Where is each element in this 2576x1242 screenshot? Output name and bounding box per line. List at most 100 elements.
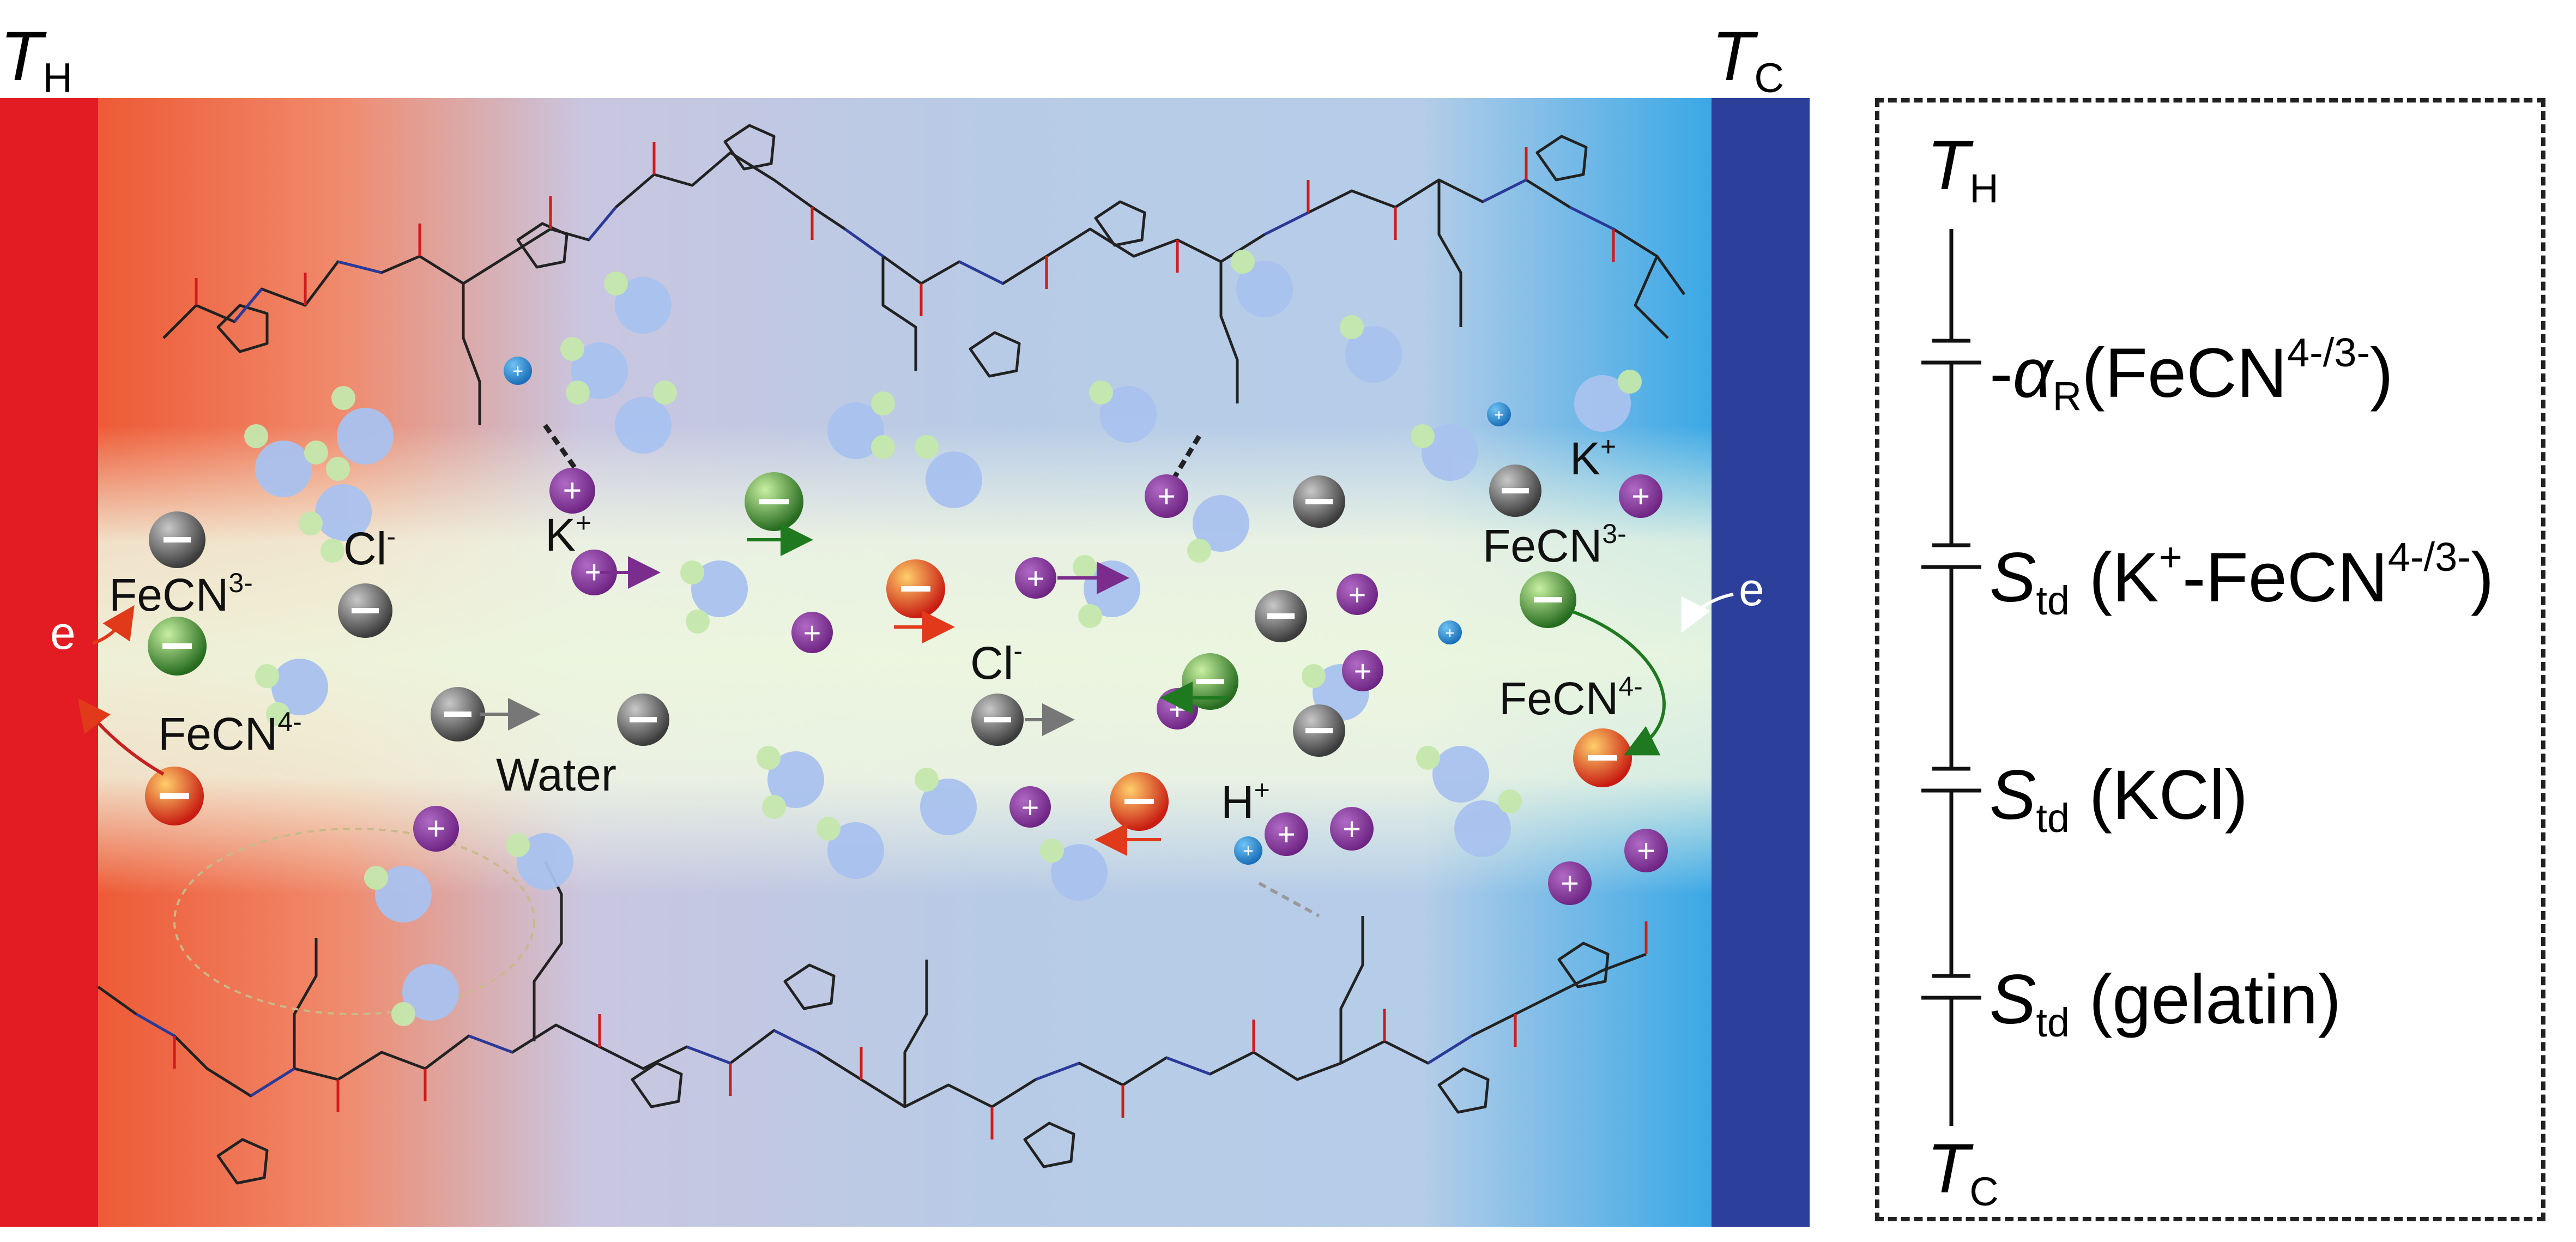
svg-text:+: + xyxy=(1445,624,1455,642)
label-k-right: K+ xyxy=(1570,431,1616,484)
cation-k-plus: + xyxy=(1015,557,1056,599)
anion-cl xyxy=(338,583,392,638)
circuit-cold-label: TC xyxy=(1927,1130,1999,1214)
svg-text:+: + xyxy=(1637,833,1655,869)
water-molecule xyxy=(1040,839,1108,901)
species-labels: FeCN3- FeCN4- Cl- K+ Water Cl- H+ K+ FeC… xyxy=(50,431,1764,828)
ferrocyanide-anions xyxy=(145,559,1632,831)
water-molecule xyxy=(915,435,982,508)
water-molecule xyxy=(1411,424,1478,481)
svg-text:+: + xyxy=(803,616,821,650)
water-molecule xyxy=(299,484,372,563)
ion-motion-arrows xyxy=(77,523,1734,856)
label-cl-left: Cl- xyxy=(343,521,396,574)
cation-k-plus: + xyxy=(1145,474,1188,518)
cation-k-plus: + xyxy=(1009,786,1051,828)
hydrogen-bond-line xyxy=(1258,882,1320,918)
cation-k-plus: + xyxy=(1265,812,1308,856)
anion-cl xyxy=(617,694,669,746)
cation-k-plus: + xyxy=(1624,829,1668,872)
ferricyanide-anions xyxy=(148,472,1576,710)
cation-k-plus: + xyxy=(1330,807,1374,851)
ionic-bond-line-left xyxy=(543,424,585,481)
water-molecule xyxy=(915,768,977,835)
water-molecule xyxy=(560,337,628,405)
svg-text:+: + xyxy=(1021,790,1039,824)
water-molecule xyxy=(827,391,895,459)
cold-electrode xyxy=(1712,98,1810,1227)
water-molecule xyxy=(255,659,328,726)
svg-text:+: + xyxy=(1494,406,1504,424)
hot-electrode xyxy=(0,98,98,1227)
svg-text:+: + xyxy=(1349,577,1366,612)
water-molecule xyxy=(817,817,884,879)
hydration-shell-ellipse xyxy=(173,828,535,1015)
anion-cl xyxy=(1489,465,1541,517)
anion-fecn4 xyxy=(145,767,204,825)
proton-ion: + xyxy=(1487,402,1511,426)
hot-temperature-label: TH xyxy=(0,17,73,101)
anion-fecn4 xyxy=(886,559,945,618)
proton-ion: + xyxy=(1438,620,1462,644)
svg-text:+: + xyxy=(1243,841,1254,861)
svg-text:+: + xyxy=(512,361,523,382)
label-cl-mid: Cl- xyxy=(970,636,1023,689)
cation-k-plus: + xyxy=(413,806,459,852)
svg-text:+: + xyxy=(1354,654,1372,688)
water-molecule xyxy=(244,424,328,497)
svg-text:+: + xyxy=(1561,866,1579,901)
proton-ion: + xyxy=(1234,836,1262,865)
water-molecule xyxy=(364,866,432,923)
anion-cl xyxy=(971,694,1024,746)
svg-text:+: + xyxy=(1343,811,1361,847)
chloride-anions xyxy=(149,465,1541,757)
water-molecule xyxy=(1340,315,1402,383)
label-electron-left: e xyxy=(50,607,76,659)
label-h-mid: H+ xyxy=(1221,775,1270,828)
anion-fecn4 xyxy=(1573,728,1632,787)
svg-text:+: + xyxy=(1631,479,1650,514)
anion-fecn3 xyxy=(745,472,803,531)
anion-cl xyxy=(1293,475,1345,528)
water-molecule xyxy=(1574,370,1642,432)
label-water: Water xyxy=(496,749,616,800)
anion-cl xyxy=(1293,704,1345,757)
anion-cl xyxy=(1255,590,1307,642)
water-molecules xyxy=(244,250,1642,1026)
water-molecule xyxy=(326,386,394,481)
water-molecule xyxy=(1416,746,1489,803)
gelatin-heteroatoms-bottom xyxy=(135,921,1648,1139)
label-fecn4-right: FeCN4- xyxy=(1499,671,1643,724)
label-k-left: K+ xyxy=(545,508,591,560)
arrow-electron-left xyxy=(92,605,135,645)
water-molecule xyxy=(391,964,459,1026)
cold-temperature-label: TC xyxy=(1712,17,1785,101)
svg-text:+: + xyxy=(1027,561,1045,595)
water-molecule xyxy=(1454,789,1522,857)
water-molecule xyxy=(1231,250,1293,317)
water-molecule xyxy=(680,560,748,634)
proton-ion: + xyxy=(504,357,532,385)
label-fecn3-right: FeCN3- xyxy=(1483,518,1626,571)
arrow-electron-right xyxy=(1681,593,1734,633)
ionic-bond-line-mid xyxy=(1164,435,1201,492)
proton-ions: + + + + xyxy=(504,357,1511,865)
circuit-element-std-kcl: Std (KCl) xyxy=(1990,756,2248,841)
cation-k-plus: + xyxy=(549,468,595,514)
circuit-element-std-gelatin: Std (gelatin) xyxy=(1990,961,2342,1045)
cation-k-plus: + xyxy=(1548,861,1592,905)
anion-cl xyxy=(149,511,205,568)
circuit-hot-label: TH xyxy=(1927,126,1999,211)
svg-text:+: + xyxy=(1157,479,1176,514)
circuit-element-std-k-fecn: Std (K+-FeCN4-/3-) xyxy=(1990,534,2494,623)
cation-k-plus: + xyxy=(791,612,833,653)
water-molecule xyxy=(1089,381,1157,443)
water-molecule xyxy=(604,272,672,334)
arrow-fecn3-to-fecn4 xyxy=(1569,609,1666,756)
water-molecule xyxy=(757,746,824,819)
cation-k-plus: + xyxy=(1337,574,1378,615)
anion-fecn3 xyxy=(1520,571,1576,628)
svg-text:+: + xyxy=(1277,817,1296,852)
svg-text:+: + xyxy=(426,810,445,847)
cation-k-plus: + xyxy=(1619,474,1662,518)
